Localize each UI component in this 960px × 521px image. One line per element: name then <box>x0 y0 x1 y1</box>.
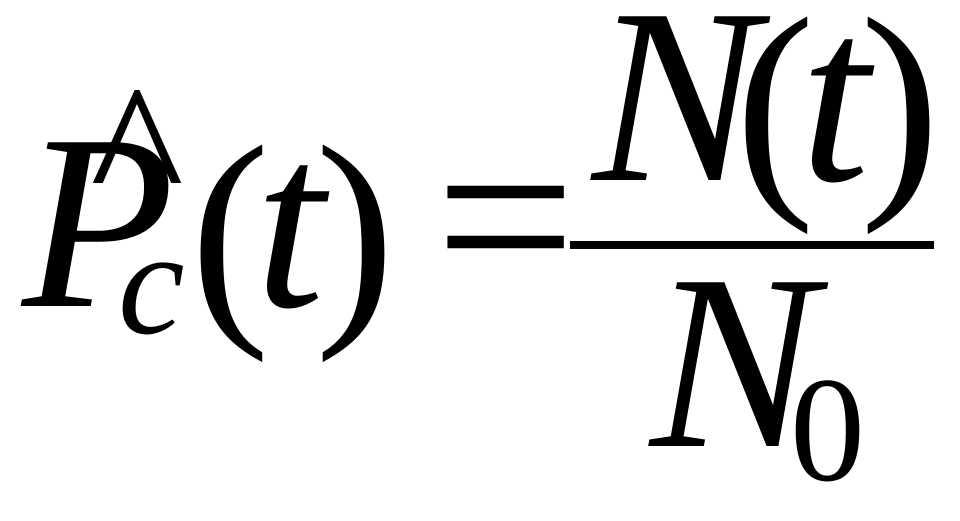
lhs-close-paren: ) <box>315 97 395 363</box>
lhs-subscript-c: c <box>118 200 185 366</box>
denominator-subscript-zero: 0 <box>790 347 865 513</box>
lhs-argument-t: t <box>255 84 325 361</box>
fraction-bar <box>570 241 934 249</box>
numerator-argument-t: t <box>800 0 870 235</box>
denominator-symbol-n: N <box>650 224 817 501</box>
hat-accent: ^ <box>90 44 184 265</box>
lhs-symbol-p: P <box>22 84 175 361</box>
equals-sign: = <box>435 78 576 355</box>
numerator-symbol-n: N <box>592 0 759 235</box>
numerator-open-paren: ( <box>735 0 815 235</box>
numerator-close-paren: ) <box>860 0 940 235</box>
lhs-open-paren: ( <box>190 97 270 363</box>
